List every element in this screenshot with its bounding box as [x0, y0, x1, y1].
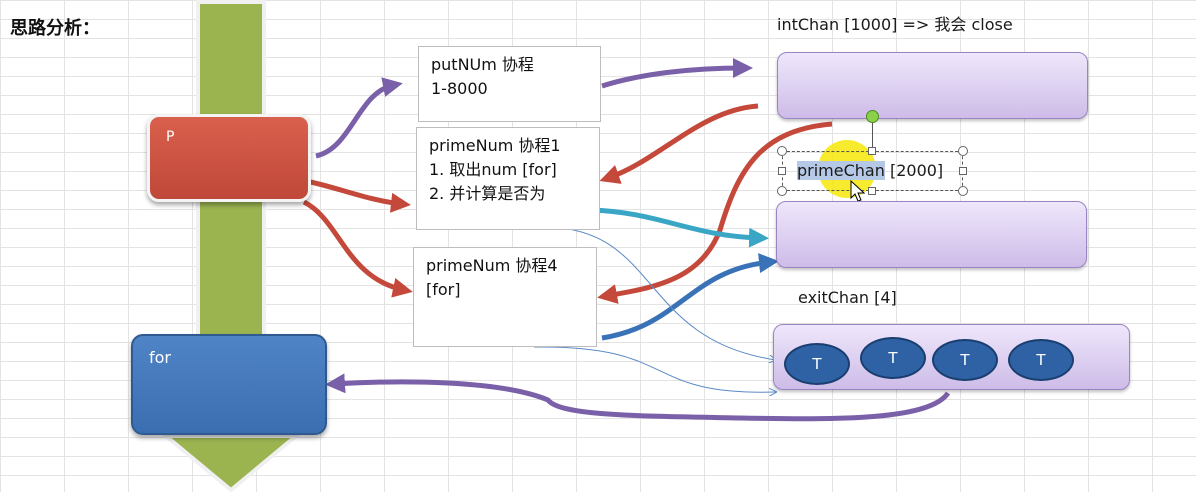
arrow-intchan-to-prime4 [597, 121, 833, 304]
page-title: 思路分析： [10, 18, 100, 39]
resize-handle-bl[interactable] [777, 186, 787, 196]
resize-handle-bm[interactable] [868, 187, 876, 195]
arrow-exitchan-to-for [325, 373, 951, 422]
prime1-line-1: primeNum 协程1 [429, 136, 561, 155]
prime-chan-label-selected: primeChan [797, 161, 885, 180]
prime4-line-2: [for] [426, 280, 461, 299]
mouse-pointer-icon [850, 180, 866, 202]
thin-arrow-prime1-to-exitchan [547, 226, 776, 360]
rotate-handle-stem [872, 118, 873, 151]
put-num-line-1: putNUm 协程 [431, 55, 534, 74]
prime1-line-3: 2. 并计算是否为 [429, 184, 546, 203]
exit-token-3: T [932, 339, 998, 381]
exit-token-4-label: T [1036, 351, 1046, 369]
exit-chan-label: exitChan [4] [798, 288, 897, 307]
arrow-p-to-prime4 [302, 199, 413, 298]
prime-num-1-box[interactable]: primeNum 协程1 1. 取出num [for] 2. 并计算是否为 [416, 127, 600, 230]
resize-handle-ml[interactable] [778, 167, 786, 175]
arrow-put-to-intchan [601, 58, 753, 89]
resize-handle-tm[interactable] [868, 147, 876, 155]
resize-handle-br[interactable] [958, 186, 968, 196]
exit-token-1: T [784, 343, 850, 385]
exit-token-4: T [1008, 339, 1074, 381]
rotate-handle[interactable] [866, 110, 879, 123]
put-num-line-2: 1-8000 [431, 79, 488, 98]
arrow-p-to-put [315, 77, 403, 159]
exit-token-2-label: T [888, 349, 898, 367]
int-chan-box[interactable] [777, 52, 1088, 119]
thin-arrow-prime4-to-exitchan [533, 346, 776, 392]
arrow-p-to-prime1 [305, 178, 411, 213]
main-for-label: for [149, 348, 171, 367]
producer-p-box[interactable]: P [147, 114, 311, 202]
put-num-box[interactable]: putNUm 协程 1-8000 [418, 46, 601, 122]
prime-chan-label-rest: [2000] [884, 161, 944, 180]
exit-token-1-label: T [812, 355, 822, 373]
main-for-box[interactable]: for [131, 334, 327, 435]
prime-chan-box[interactable] [776, 201, 1087, 268]
resize-handle-tl[interactable] [777, 146, 787, 156]
exit-token-3-label: T [960, 351, 970, 369]
prime-num-4-box[interactable]: primeNum 协程4 [for] [413, 247, 597, 347]
resize-handle-mr[interactable] [959, 167, 967, 175]
producer-p-label: P [166, 129, 175, 145]
prime-chan-label[interactable]: primeChan [2000] [797, 161, 943, 180]
arrow-prime4-to-primechan [601, 253, 779, 341]
arrow-prime1-to-primechan [589, 207, 769, 248]
flow-band-arrowhead [160, 434, 302, 492]
resize-handle-tr[interactable] [958, 146, 968, 156]
prime1-line-2: 1. 取出num [for] [429, 160, 557, 179]
exit-token-2: T [860, 337, 926, 379]
prime4-line-1: primeNum 协程4 [426, 256, 558, 275]
int-chan-label: intChan [1000] => 我会 close [777, 15, 1013, 34]
arrow-intchan-to-prime1 [599, 103, 759, 184]
